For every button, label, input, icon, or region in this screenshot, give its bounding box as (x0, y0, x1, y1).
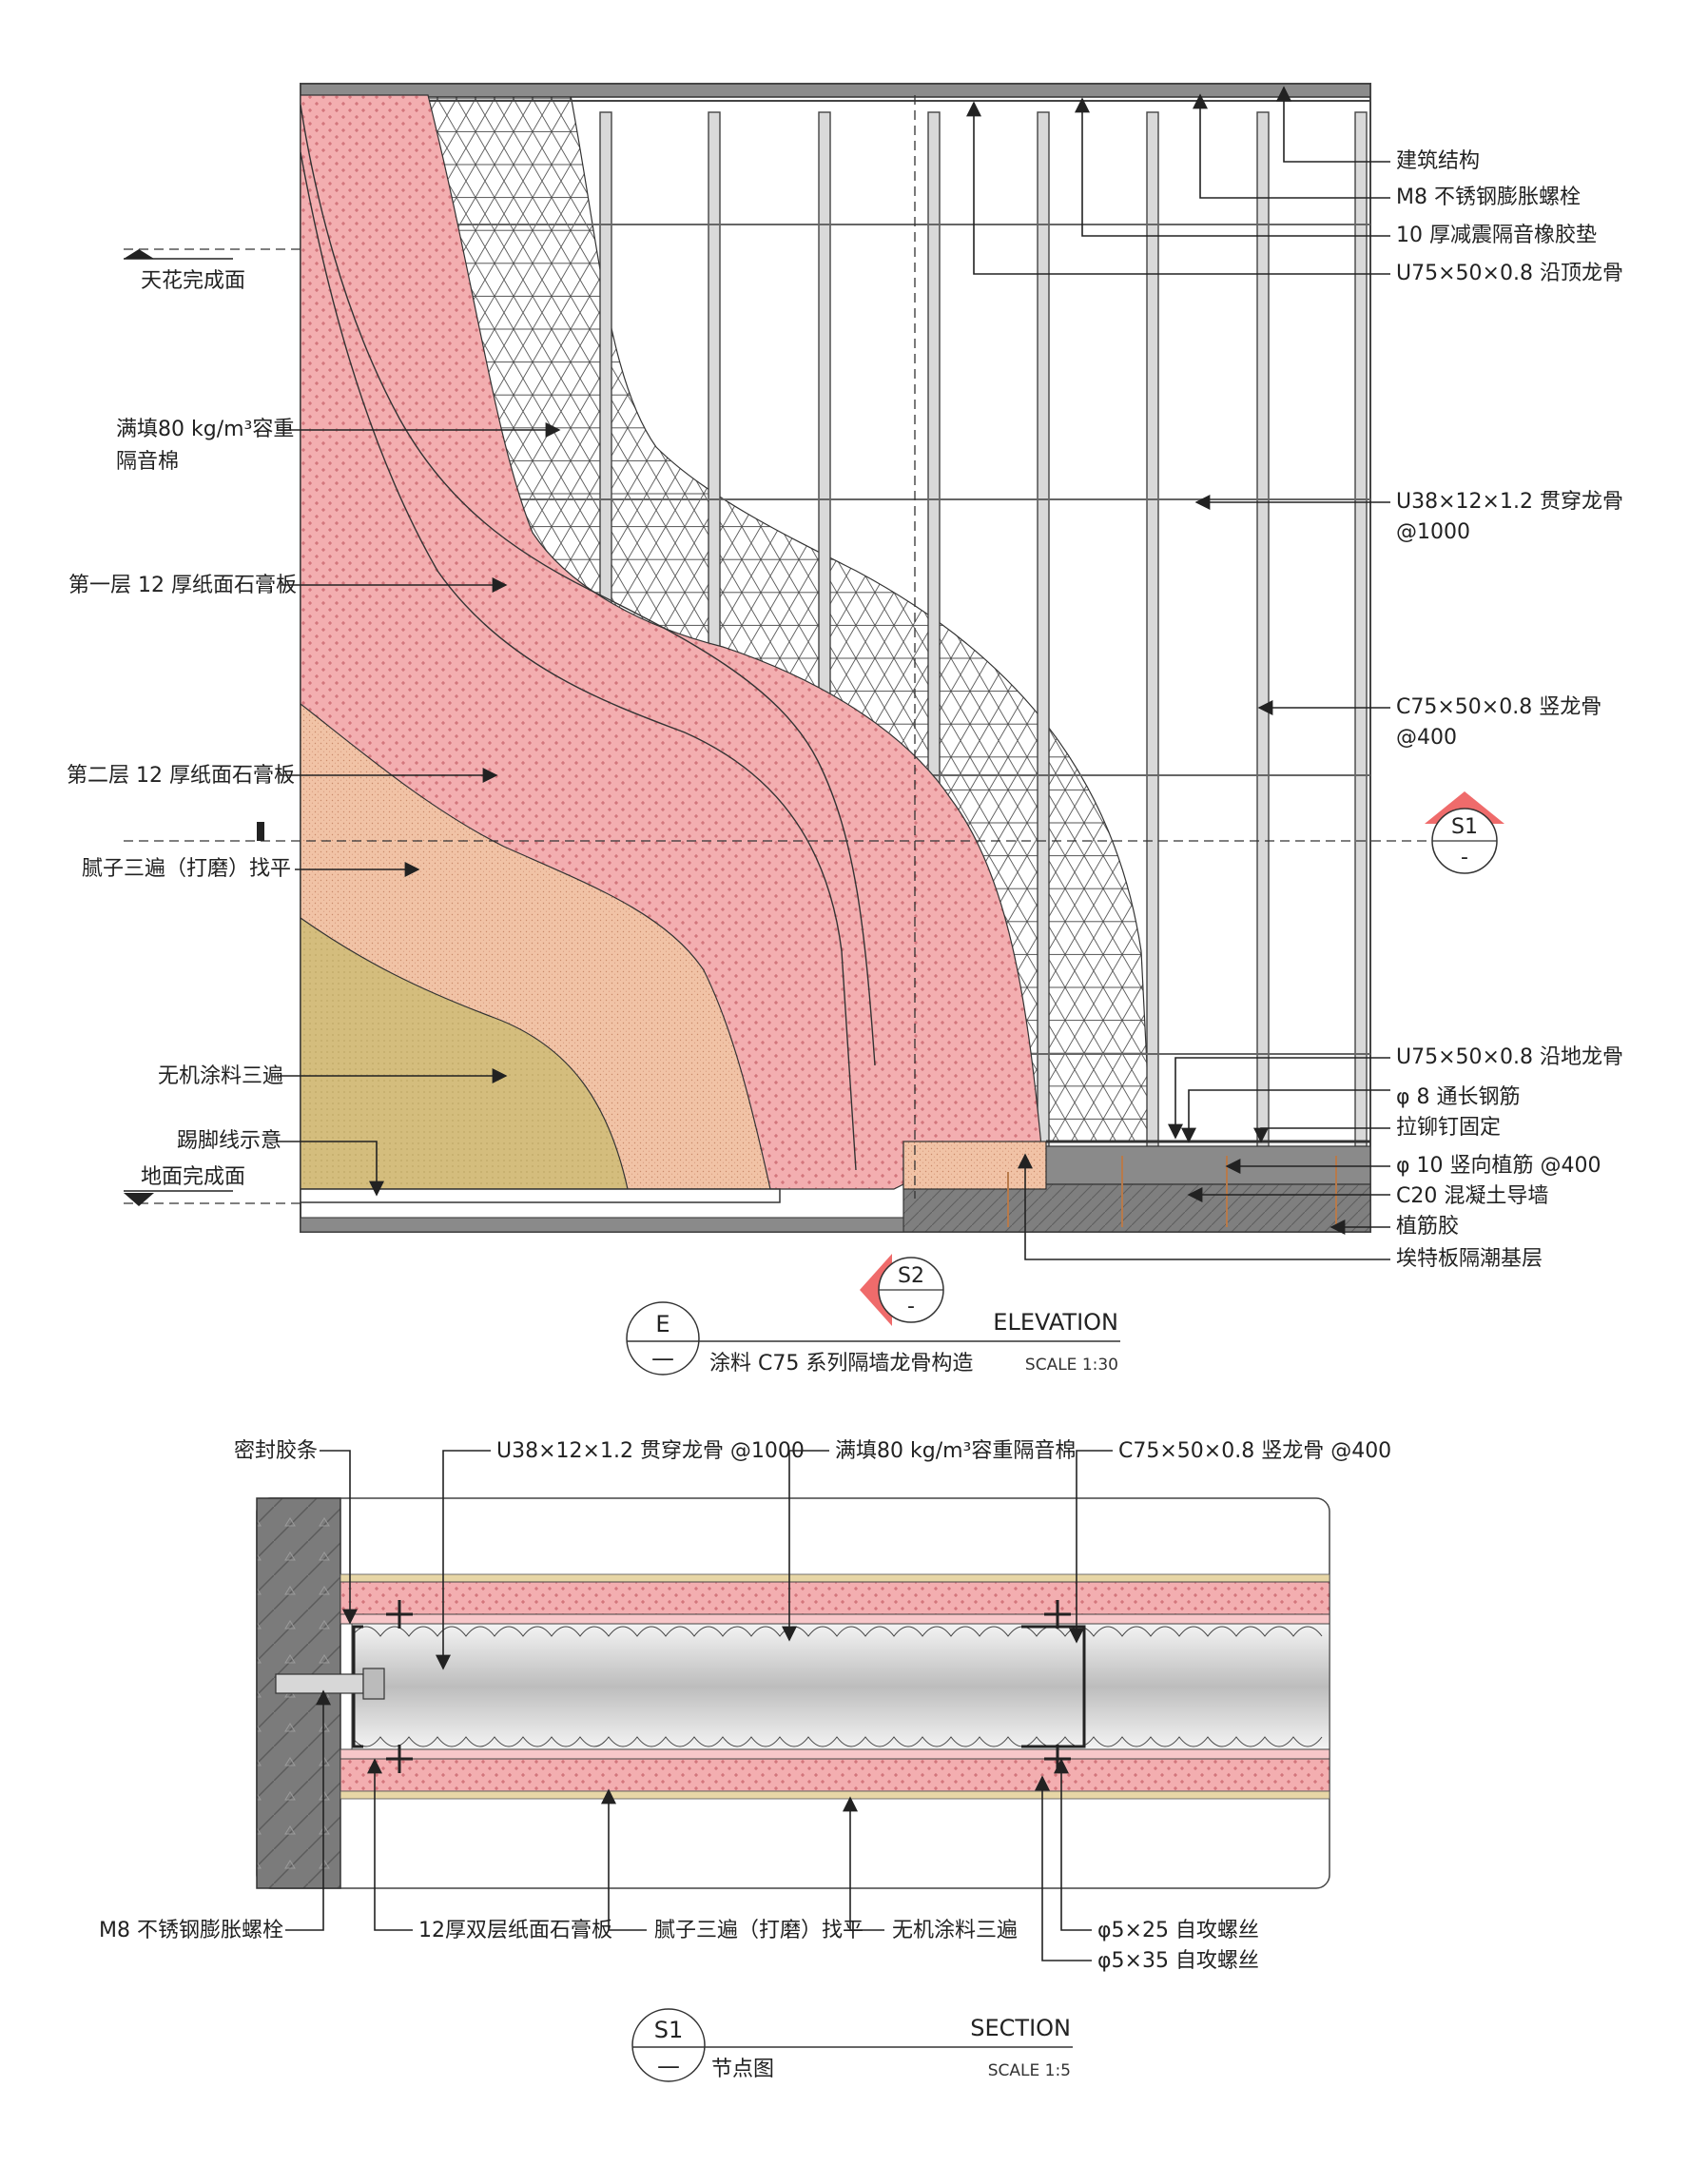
label-insulation-fill-2: 隔音棉 (116, 450, 179, 474)
s1-marker-sub: - (1461, 846, 1468, 869)
label-section-putty: 腻子三遍（打磨）找平 (654, 1919, 864, 1942)
label-insulation-fill: 满填80 kg/m³容重 (116, 418, 294, 441)
label-c20-wall: C20 混凝土导墙 (1396, 1184, 1548, 1208)
elevation-title: 涂料 C75 系列隔墙龙骨构造 (709, 1352, 973, 1376)
insulation-batt (351, 1623, 1330, 1750)
section-view: 密封胶条 U38×12×1.2 贯穿龙骨 @1000 满填80 kg/m³容重隔… (99, 1439, 1391, 2082)
label-cross-channel-spacing: @1000 (1396, 520, 1470, 544)
label-rivet: 拉铆钉固定 (1396, 1116, 1501, 1140)
label-ceiling-finish: 天花完成面 (141, 269, 245, 293)
section-title-block: S1 — 节点图 SECTION SCALE 1:5 (631, 2008, 1073, 2082)
label-anchor-glue: 植筋胶 (1396, 1215, 1459, 1239)
elevation-view: 天花完成面 满填80 kg/m³容重 隔音棉 第一层 12 厚纸面石膏板 第二层… (67, 83, 1623, 1376)
eter-board-base (903, 1141, 1047, 1190)
label-putty: 腻子三遍（打磨）找平 (82, 857, 291, 881)
section-bottom-labels: M8 不锈钢膨胀螺栓 12厚双层纸面石膏板 腻子三遍（打磨）找平 无机涂料三遍 … (99, 1919, 1259, 1973)
elevation-right-leaders (966, 86, 1390, 1260)
label-floor-finish: 地面完成面 (141, 1165, 245, 1189)
label-gypsum-layer-1: 第一层 12 厚纸面石膏板 (68, 574, 297, 597)
label-screw-25: φ5×25 自攻螺丝 (1097, 1919, 1259, 1942)
section-symbol: S1 (654, 2017, 684, 2043)
section-type: SECTION (970, 2015, 1071, 2041)
label-skirting: 踢脚线示意 (177, 1129, 281, 1153)
label-screw-35: φ5×35 自攻螺丝 (1097, 1949, 1259, 1973)
elevation-symbol-sub: — (651, 1345, 674, 1372)
floor-slab (903, 1183, 1370, 1232)
section-top-leaders (320, 1450, 1113, 1670)
elevation-right-labels: 建筑结构 M8 不锈钢膨胀螺栓 10 厚减震隔音橡胶垫 U75×50×0.8 沿… (1396, 149, 1623, 1271)
elevation-symbol: E (655, 1311, 670, 1337)
label-m8-bolt: M8 不锈钢膨胀螺栓 (1396, 185, 1581, 209)
label-section-paint: 无机涂料三遍 (892, 1919, 1018, 1942)
label-paint: 无机涂料三遍 (158, 1064, 283, 1088)
label-rebar-8: φ 8 通长钢筋 (1396, 1085, 1521, 1109)
elevation-left-labels: 天花完成面 满填80 kg/m³容重 隔音棉 第一层 12 厚纸面石膏板 第二层… (67, 269, 297, 1189)
building-structure-top (301, 84, 1370, 98)
label-cross-channel: U38×12×1.2 贯穿龙骨 (1396, 490, 1623, 514)
label-vertical-stud-spacing: @400 (1396, 726, 1457, 750)
label-gypsum-layer-2: 第二层 12 厚纸面石膏板 (67, 764, 295, 788)
section-symbol-sub: — (657, 2053, 680, 2079)
s1-marker-label: S1 (1451, 815, 1478, 839)
label-vertical-stud: C75×50×0.8 竖龙骨 (1396, 695, 1601, 719)
label-sealant-strip: 密封胶条 (234, 1439, 318, 1463)
section-scale: SCALE 1:5 (988, 2061, 1071, 2080)
elevation-scale: SCALE 1:30 (1025, 1356, 1118, 1375)
label-eter-board: 埃特板隔潮基层 (1396, 1247, 1543, 1271)
label-top-track: U75×50×0.8 沿顶龙骨 (1396, 262, 1623, 285)
elevation-title-block: E — 涂料 C75 系列隔墙龙骨构造 ELEVATION SCALE 1:30 (626, 1301, 1120, 1376)
floor-level-marker (124, 1193, 154, 1206)
label-rebar-10: φ 10 竖向植筋 @400 (1396, 1154, 1601, 1178)
label-building-structure: 建筑结构 (1396, 149, 1480, 173)
section-marker-s1[interactable]: S1 - (1425, 791, 1504, 874)
m8-anchor-bolt (275, 1668, 385, 1700)
section-bottom-leaders (285, 1689, 1092, 1961)
elevation-left-leaders (276, 422, 561, 1197)
label-floor-track: U75×50×0.8 沿地龙骨 (1396, 1045, 1623, 1069)
elevation-type: ELEVATION (993, 1309, 1118, 1336)
s2-marker-sub: - (907, 1295, 915, 1318)
label-section-anchor: M8 不锈钢膨胀螺栓 (99, 1919, 283, 1942)
section-stud-right (1021, 1600, 1086, 1773)
section-top-labels: 密封胶条 U38×12×1.2 贯穿龙骨 @1000 满填80 kg/m³容重隔… (234, 1439, 1391, 1463)
label-section-channel: U38×12×1.2 贯穿龙骨 @1000 (496, 1439, 805, 1463)
label-rubber-pad: 10 厚减震隔音橡胶垫 (1396, 224, 1597, 247)
ceiling-level-marker (124, 249, 154, 259)
s2-marker-label: S2 (898, 1264, 924, 1288)
label-section-insulation: 满填80 kg/m³容重隔音棉 (835, 1439, 1076, 1463)
label-section-stud: C75×50×0.8 竖龙骨 @400 (1118, 1439, 1391, 1463)
paint-layer (301, 917, 629, 1190)
section-marker-s2[interactable]: S2 - (860, 1254, 944, 1326)
label-double-gypsum: 12厚双层纸面石膏板 (418, 1919, 612, 1942)
section-title: 节点图 (711, 2058, 774, 2081)
